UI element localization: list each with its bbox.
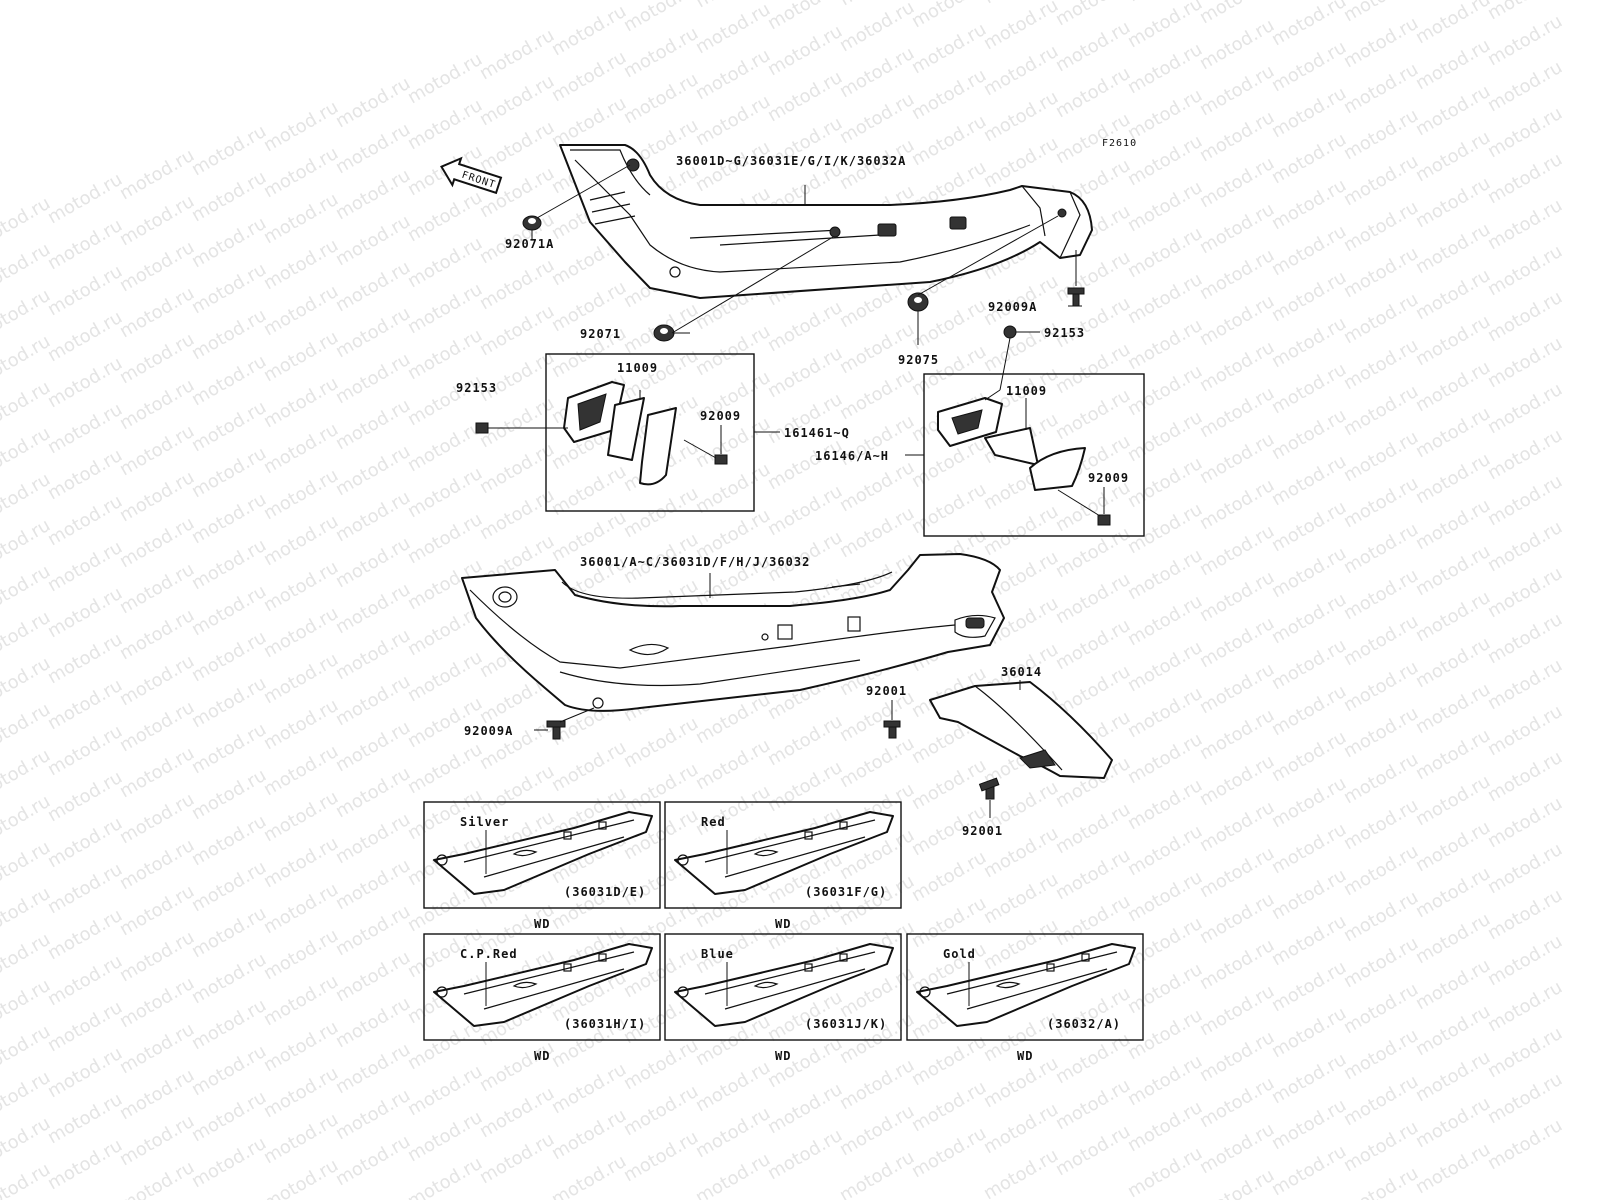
variant-box: C.P.Red (36031H/I) WD [423, 933, 661, 1063]
label-11009-left: 11009 [617, 361, 658, 375]
variant-box: Gold (36032/A) WD [906, 933, 1144, 1063]
variant-color-label: Red [701, 815, 726, 829]
variant-code-label: (36031J/K) [805, 1017, 887, 1031]
variant-hole [436, 854, 448, 866]
label-16146: 16146/A~H [815, 449, 889, 463]
variant-cover-shape [674, 943, 894, 1027]
variant-hole [436, 986, 448, 998]
variant-market-label: WD [1017, 1049, 1033, 1063]
variant-frame [423, 933, 661, 1041]
reflector-right-assy [937, 397, 1111, 526]
bolt-92001-lower [978, 777, 1000, 800]
variant-code-label: (36031H/I) [564, 1017, 646, 1031]
variant-cover-shape [674, 811, 894, 895]
figure-id: F2610 [1102, 138, 1137, 149]
variant-cover-shape [916, 943, 1136, 1027]
variant-hole [677, 986, 689, 998]
label-92071a: 92071A [505, 237, 554, 251]
screw-92009-right [1057, 489, 1111, 526]
variant-color-label: C.P.Red [460, 947, 518, 961]
bolt-92001-upper [883, 720, 901, 739]
variant-cover-shape [433, 943, 653, 1027]
label-11009-right: 11009 [1006, 384, 1047, 398]
variant-color-label: Gold [943, 947, 976, 961]
label-92153-left: 92153 [456, 381, 497, 395]
label-161461: 161461~Q [784, 426, 850, 440]
variant-market-label: WD [775, 917, 791, 931]
variant-frame [423, 801, 661, 909]
variant-box: Blue (36031J/K) WD [664, 933, 902, 1063]
label-36014: 36014 [1001, 665, 1042, 679]
variant-frame [906, 933, 1144, 1041]
variant-market-label: WD [534, 1049, 550, 1063]
variant-color-label: Blue [701, 947, 734, 961]
label-92009a-top: 92009A [988, 300, 1037, 314]
variant-code-label: (36032/A) [1047, 1017, 1121, 1031]
upper-side-cover [559, 144, 1093, 299]
label-upper-cover: 36001D~G/36031E/G/I/K/36032A [676, 154, 906, 168]
tail-piece-36014 [929, 681, 1113, 779]
grommet-92071 [653, 324, 675, 342]
reflector-left-assy [563, 381, 728, 486]
variant-hole [677, 854, 689, 866]
variant-hole [919, 986, 931, 998]
label-92001-lower: 92001 [962, 824, 1003, 838]
variant-code-label: (36031D/E) [564, 885, 646, 899]
label-lower-cover: 36001/A~C/36031D/F/H/J/36032 [580, 555, 810, 569]
watermark-layer: motod.rumotod.rumotod.rumotod.rumotod.ru… [0, 0, 1566, 1200]
grommet-92071a [522, 215, 542, 231]
lower-side-cover [461, 553, 1005, 712]
variant-box: Silver (36031D/E) WD [423, 801, 661, 931]
screw-92153-left [475, 422, 489, 434]
variant-cover-shape [433, 811, 653, 895]
label-92009-right: 92009 [1088, 471, 1129, 485]
label-92009-left: 92009 [700, 409, 741, 423]
label-92001-upper: 92001 [866, 684, 907, 698]
damper-92075 [907, 292, 929, 312]
bolt-92009a-bottom [546, 720, 566, 740]
variant-box: Red (36031F/G) WD [664, 801, 902, 931]
variant-market-label: WD [775, 1049, 791, 1063]
variant-frame [664, 801, 902, 909]
variant-market-label: WD [534, 917, 550, 931]
variant-frame [664, 933, 902, 1041]
variant-code-label: (36031F/G) [805, 885, 887, 899]
label-92009a-bottom: 92009A [464, 724, 513, 738]
variant-color-label: Silver [460, 815, 509, 829]
label-92075: 92075 [898, 353, 939, 367]
label-92071: 92071 [580, 327, 621, 341]
screw-92009-left [683, 439, 728, 465]
label-92153-right: 92153 [1044, 326, 1085, 340]
color-variant-grid: Silver(36031D/E)WDRed(36031F/G)WDC.P.Red… [423, 801, 1144, 1063]
